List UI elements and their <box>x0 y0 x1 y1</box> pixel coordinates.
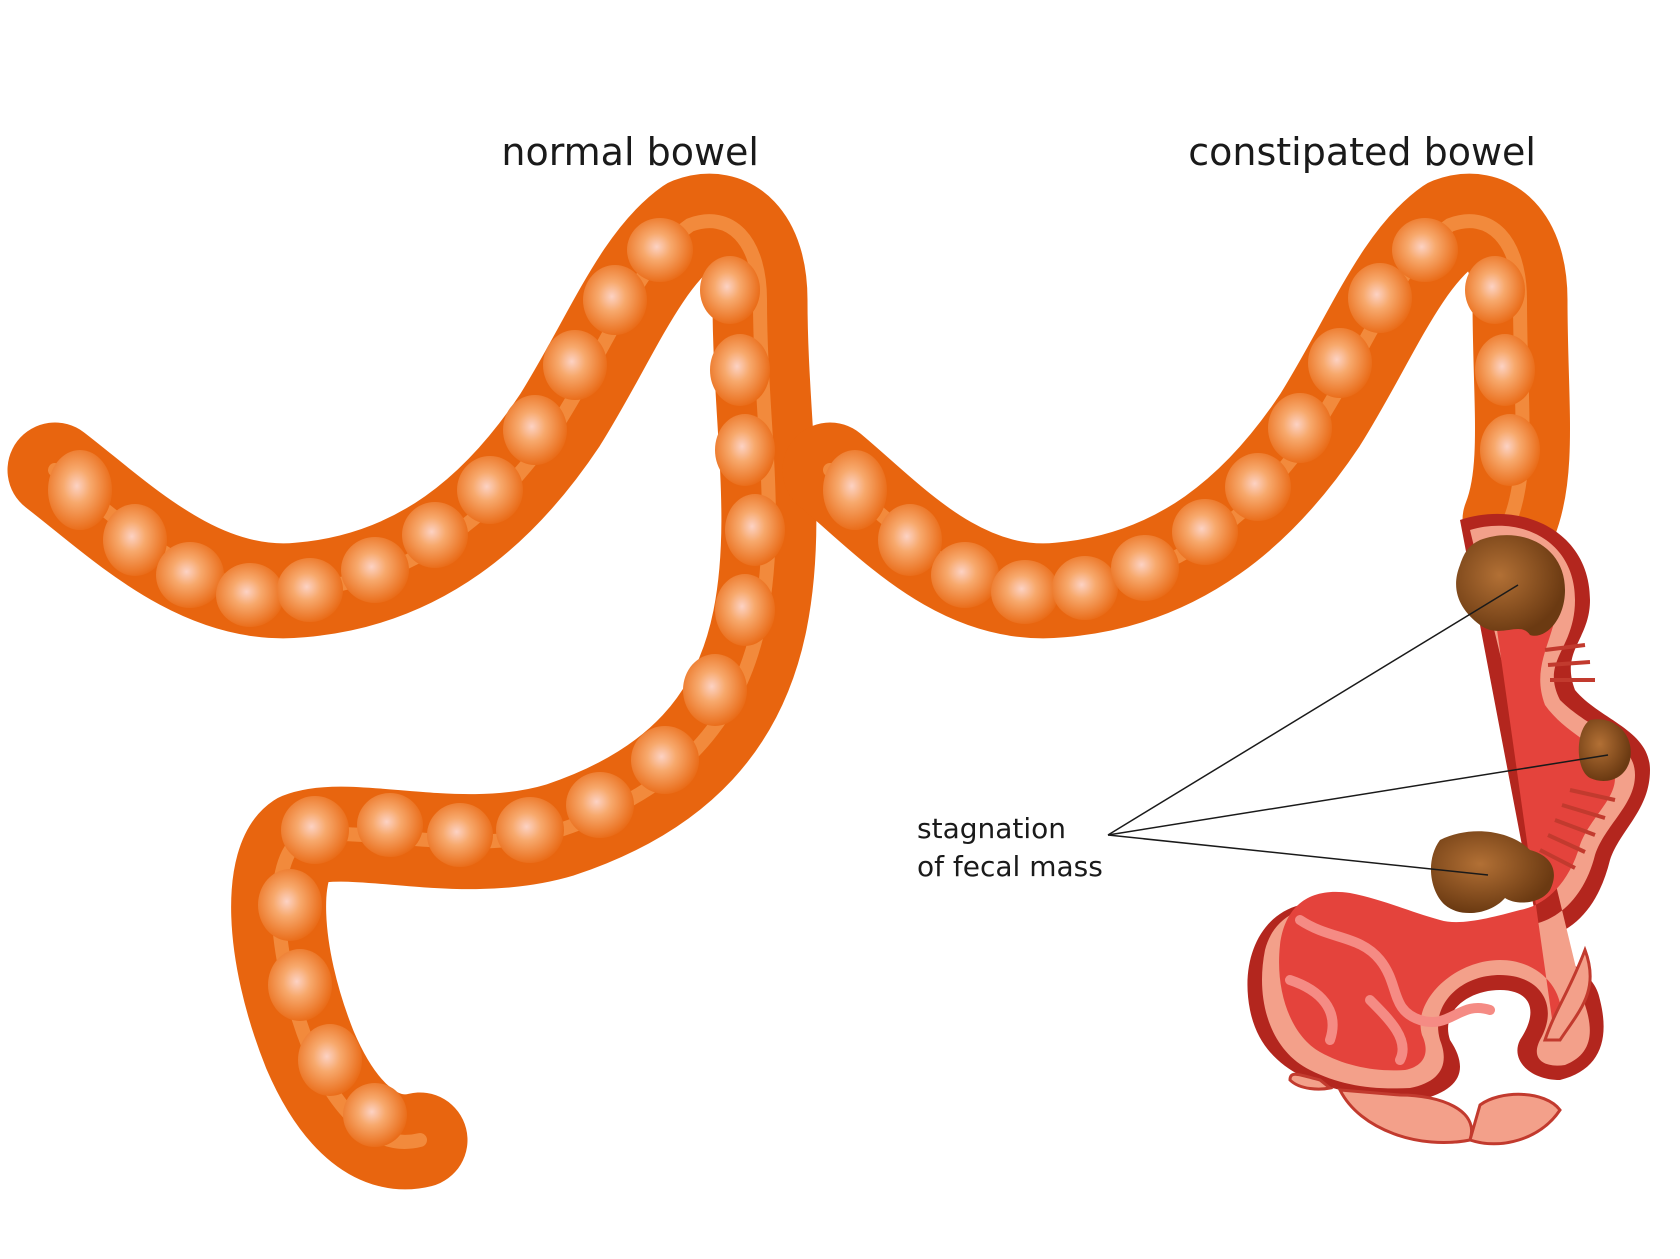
normal-bowel-band <box>48 214 776 1149</box>
normal-bowel-tube <box>7 173 817 1190</box>
descending-striations <box>1539 643 1616 870</box>
leader-line-middle <box>1107 754 1609 836</box>
fecal-masses <box>1430 535 1631 914</box>
rectum-folds <box>1295 915 1495 1027</box>
normal-bowel-haustra <box>48 218 785 1147</box>
fecal-mass-callout: stagnation of fecal mass <box>917 810 1103 886</box>
anal-sphincter <box>1288 945 1592 1146</box>
normal-bowel <box>7 173 817 1190</box>
fecal-mass-lower <box>1430 831 1554 914</box>
callout-line-1: stagnation <box>917 812 1067 845</box>
constipated-bowel-title: constipated bowel <box>1188 130 1536 174</box>
callout-line-2: of fecal mass <box>917 850 1103 883</box>
callout-leader-lines <box>1107 584 1609 876</box>
cross-section <box>1247 513 1650 1146</box>
leader-line-upper <box>1107 584 1519 836</box>
fecal-mass-upper <box>1456 535 1565 636</box>
constipated-bowel <box>782 173 1650 1146</box>
normal-bowel-title: normal bowel <box>501 130 759 174</box>
fecal-mass-middle <box>1578 719 1631 781</box>
leader-line-lower <box>1107 834 1489 876</box>
constipated-bowel-haustra <box>823 218 1540 624</box>
